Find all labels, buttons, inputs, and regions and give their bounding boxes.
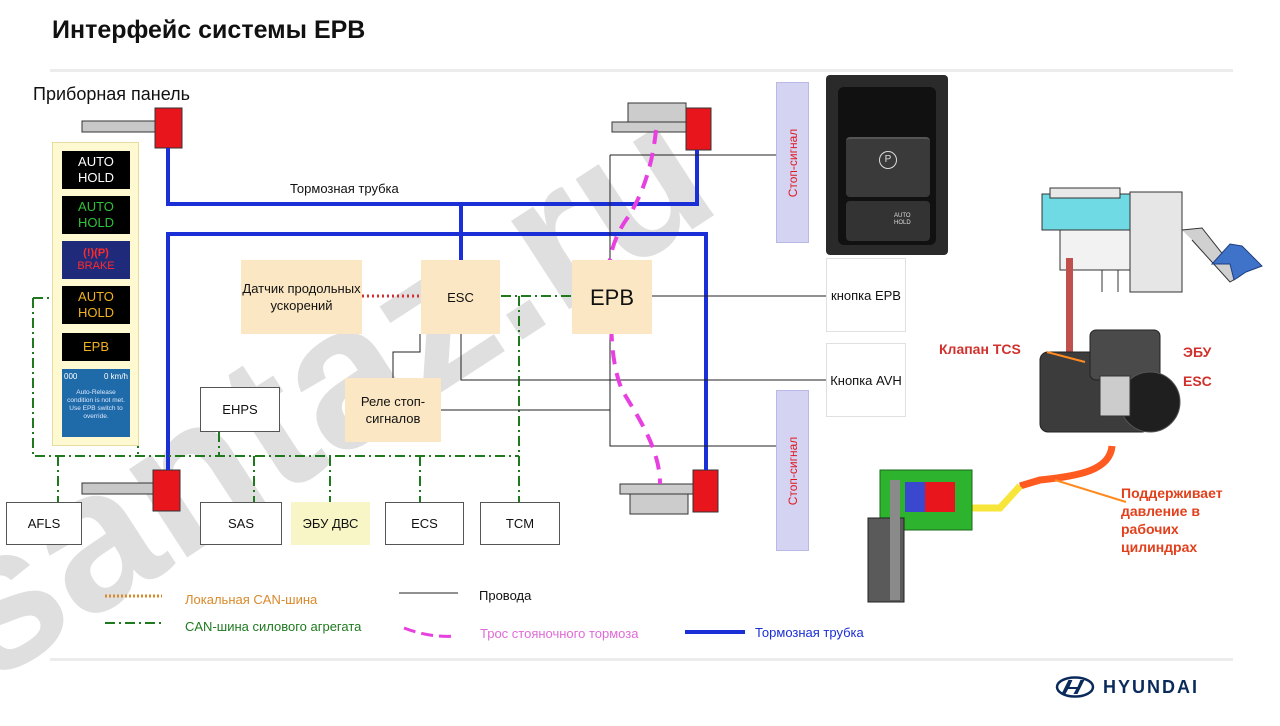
tcs-valve-label: Клапан TCS: [939, 341, 1021, 357]
tcs-arrow: [1046, 351, 1086, 363]
legend-cable-line: [403, 626, 456, 638]
brake-warning-icon: (!)(P): [83, 247, 109, 259]
rear-right-hub-bottom: [629, 493, 689, 515]
park-p-icon: P: [879, 151, 897, 169]
indicator-auto-hold-green: AUTO HOLD: [62, 196, 130, 234]
esc-label: ESC: [1183, 373, 1212, 389]
wire-relay: [392, 334, 421, 378]
rear-left-caliper: [152, 469, 181, 512]
pressure-note: Поддерживает давление в рабочих цилиндра…: [1121, 485, 1223, 555]
front-right-hub-bar: [611, 121, 689, 133]
epb-node: EPB: [572, 260, 652, 334]
can-backbone: [32, 298, 519, 457]
hyundai-emblem-icon: [1055, 676, 1095, 698]
pipe-to-esc: [1066, 258, 1073, 356]
instrument-panel-label: Приборная панель: [33, 84, 191, 104]
ehps-node: EHPS: [200, 387, 280, 432]
cluster-lcd: 000 0 km/h Auto-Release condition is not…: [62, 369, 130, 437]
legend-parking-cable: Трос стояночного тормоза: [480, 626, 639, 641]
epb-button-node: кнопка EPB: [826, 258, 906, 332]
front-right-hub-top: [627, 102, 687, 124]
top-divider: [50, 69, 1233, 72]
indicator-auto-hold-white: AUTO HOLD: [62, 151, 130, 189]
reservoir: [1041, 193, 1131, 231]
rear-right-caliper: [692, 469, 719, 513]
parking-cable: [606, 129, 662, 485]
legend-powertrain-can: CAN-шина силового агрегата: [185, 619, 362, 634]
stop-relay-node: Реле стоп-сигналов: [345, 378, 441, 442]
wire-avh-button: [460, 334, 826, 381]
stop-signal-bottom: Стоп-сигнал: [776, 390, 809, 551]
stop-signal-top: Стоп-сигнал: [776, 82, 809, 243]
legend-brake-pipe: Тормозная трубка: [755, 625, 864, 640]
front-left-hub: [81, 120, 157, 133]
epb-switch-photo: P AUTO HOLD: [826, 75, 948, 255]
front-left-caliper: [154, 107, 183, 149]
ecu-label: ЭБУ: [1183, 344, 1212, 360]
hydraulic-illustration: [867, 187, 1263, 603]
wire-stop-bottom: [609, 334, 776, 447]
front-right-caliper: [685, 107, 712, 151]
hyundai-logo: HYUNDAI: [1055, 676, 1199, 698]
engine-ecu-node: ЭБУ ДВС: [291, 502, 370, 545]
rear-left-hub: [81, 482, 157, 495]
indicator-brake: (!)(P) BRAKE: [62, 241, 130, 279]
auto-hold-switch: AUTO HOLD: [846, 201, 930, 241]
brake-pipe-front: [166, 148, 699, 206]
rear-right-hub-bar: [619, 483, 697, 495]
ecs-node: ECS: [385, 502, 464, 545]
park-switch: P: [846, 137, 930, 197]
accel-sensor-node: Датчик продольных ускорений: [241, 260, 362, 334]
brake-pipe-label: Тормозная трубка: [290, 181, 399, 196]
slide-title: Интерфейс системы EPB: [52, 16, 366, 44]
brake-pipe-rear: [166, 232, 708, 470]
legend-wires: Провода: [479, 588, 532, 603]
esc-node: ESC: [421, 260, 500, 334]
avh-button-node: Кнопка AVH: [826, 343, 906, 417]
pedal-arrow-icon: [1210, 243, 1263, 281]
tcm-node: TCM: [480, 502, 560, 545]
afls-node: AFLS: [6, 502, 82, 545]
indicator-auto-hold-amber: AUTO HOLD: [62, 286, 130, 324]
bottom-divider: [50, 658, 1233, 661]
pressure-line: [1018, 445, 1116, 490]
sas-node: SAS: [200, 502, 282, 545]
hyundai-wordmark: HYUNDAI: [1103, 676, 1200, 697]
legend-local-can: Локальная CAN-шина: [185, 592, 318, 607]
pressure-arrow: [1054, 479, 1127, 503]
booster: [1129, 191, 1183, 293]
indicator-epb: EPB: [62, 333, 130, 361]
instrument-cluster: AUTO HOLD AUTO HOLD (!)(P) BRAKE AUTO HO…: [52, 142, 139, 446]
